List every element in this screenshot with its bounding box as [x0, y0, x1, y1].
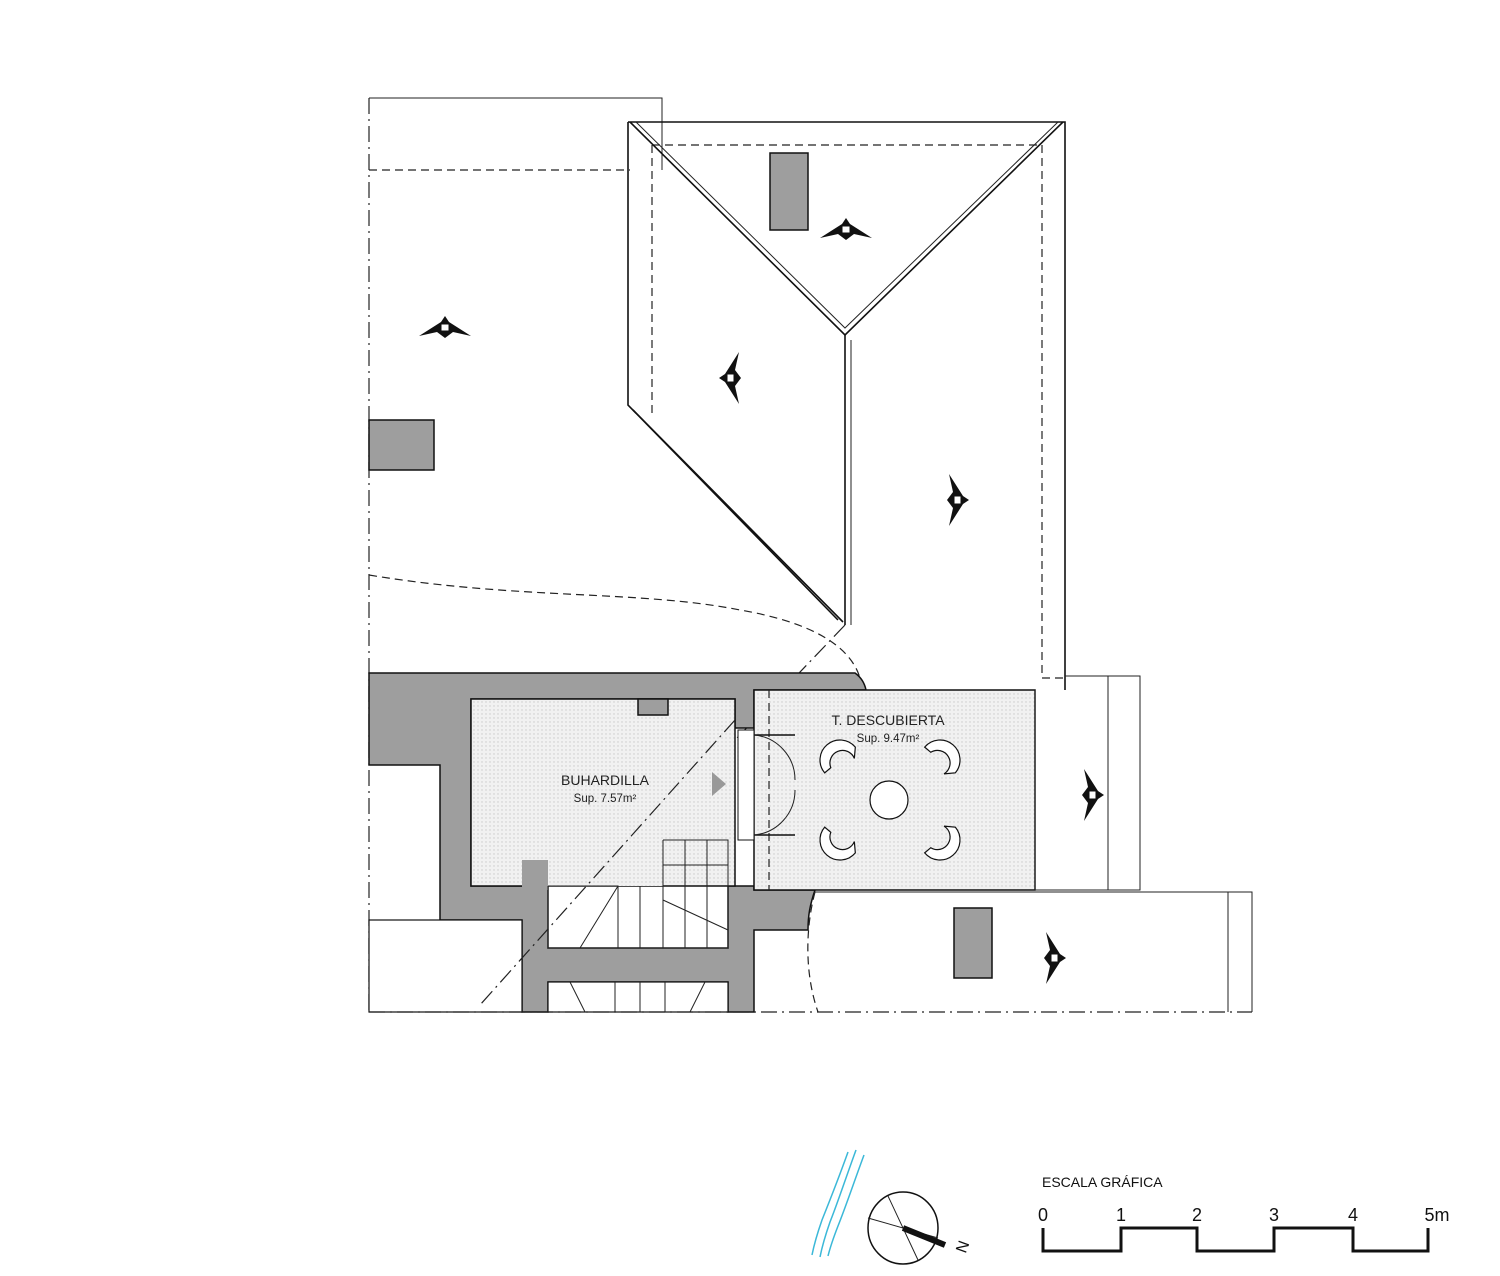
chimney-bottom [953, 907, 993, 979]
door-swing [753, 734, 796, 836]
chimney-top [769, 152, 809, 231]
graphic-scale: ESCALA GRÁFICA 0 1 2 3 4 5m [1038, 1174, 1450, 1253]
room-area-buhardilla: Sup. 7.57m² [574, 793, 637, 805]
terrace: T. DESCUBIERTA Sup. 9.47m² [737, 689, 1036, 891]
scale-tick: 5m [1424, 1205, 1449, 1225]
slope-arrow-icon [819, 217, 873, 241]
slope-arrow-icon [718, 351, 742, 405]
hip-roof [627, 121, 1066, 741]
room-label-buhardilla: BUHARDILLA [561, 772, 650, 788]
building-walls: BUHARDILLA Sup. 7.57m² [368, 672, 867, 1013]
slope-arrow-icon [418, 315, 472, 339]
table [869, 780, 909, 820]
chimney-left [368, 419, 435, 471]
scale-tick: 4 [1348, 1205, 1358, 1225]
room-label-terrace: T. DESCUBIERTA [831, 712, 945, 728]
left-roof [368, 97, 861, 1012]
slope-arrow-icon [1043, 931, 1067, 985]
lower-roofs [369, 675, 1253, 1013]
north-label: N [953, 1239, 973, 1256]
room-area-terrace: Sup. 9.47m² [857, 733, 920, 745]
scale-tick: 1 [1116, 1205, 1126, 1225]
slope-arrow-icon [946, 473, 970, 527]
slope-arrow-icon [1081, 768, 1105, 822]
entry-arrow-icon [712, 772, 726, 796]
north-arrow-icon: N [867, 1191, 973, 1265]
scale-title: ESCALA GRÁFICA [1042, 1174, 1163, 1190]
scale-tick: 3 [1269, 1205, 1279, 1225]
scale-tick: 0 [1038, 1205, 1048, 1225]
scale-tick: 2 [1192, 1205, 1202, 1225]
river-icon [811, 1149, 865, 1258]
chairs [819, 739, 961, 861]
